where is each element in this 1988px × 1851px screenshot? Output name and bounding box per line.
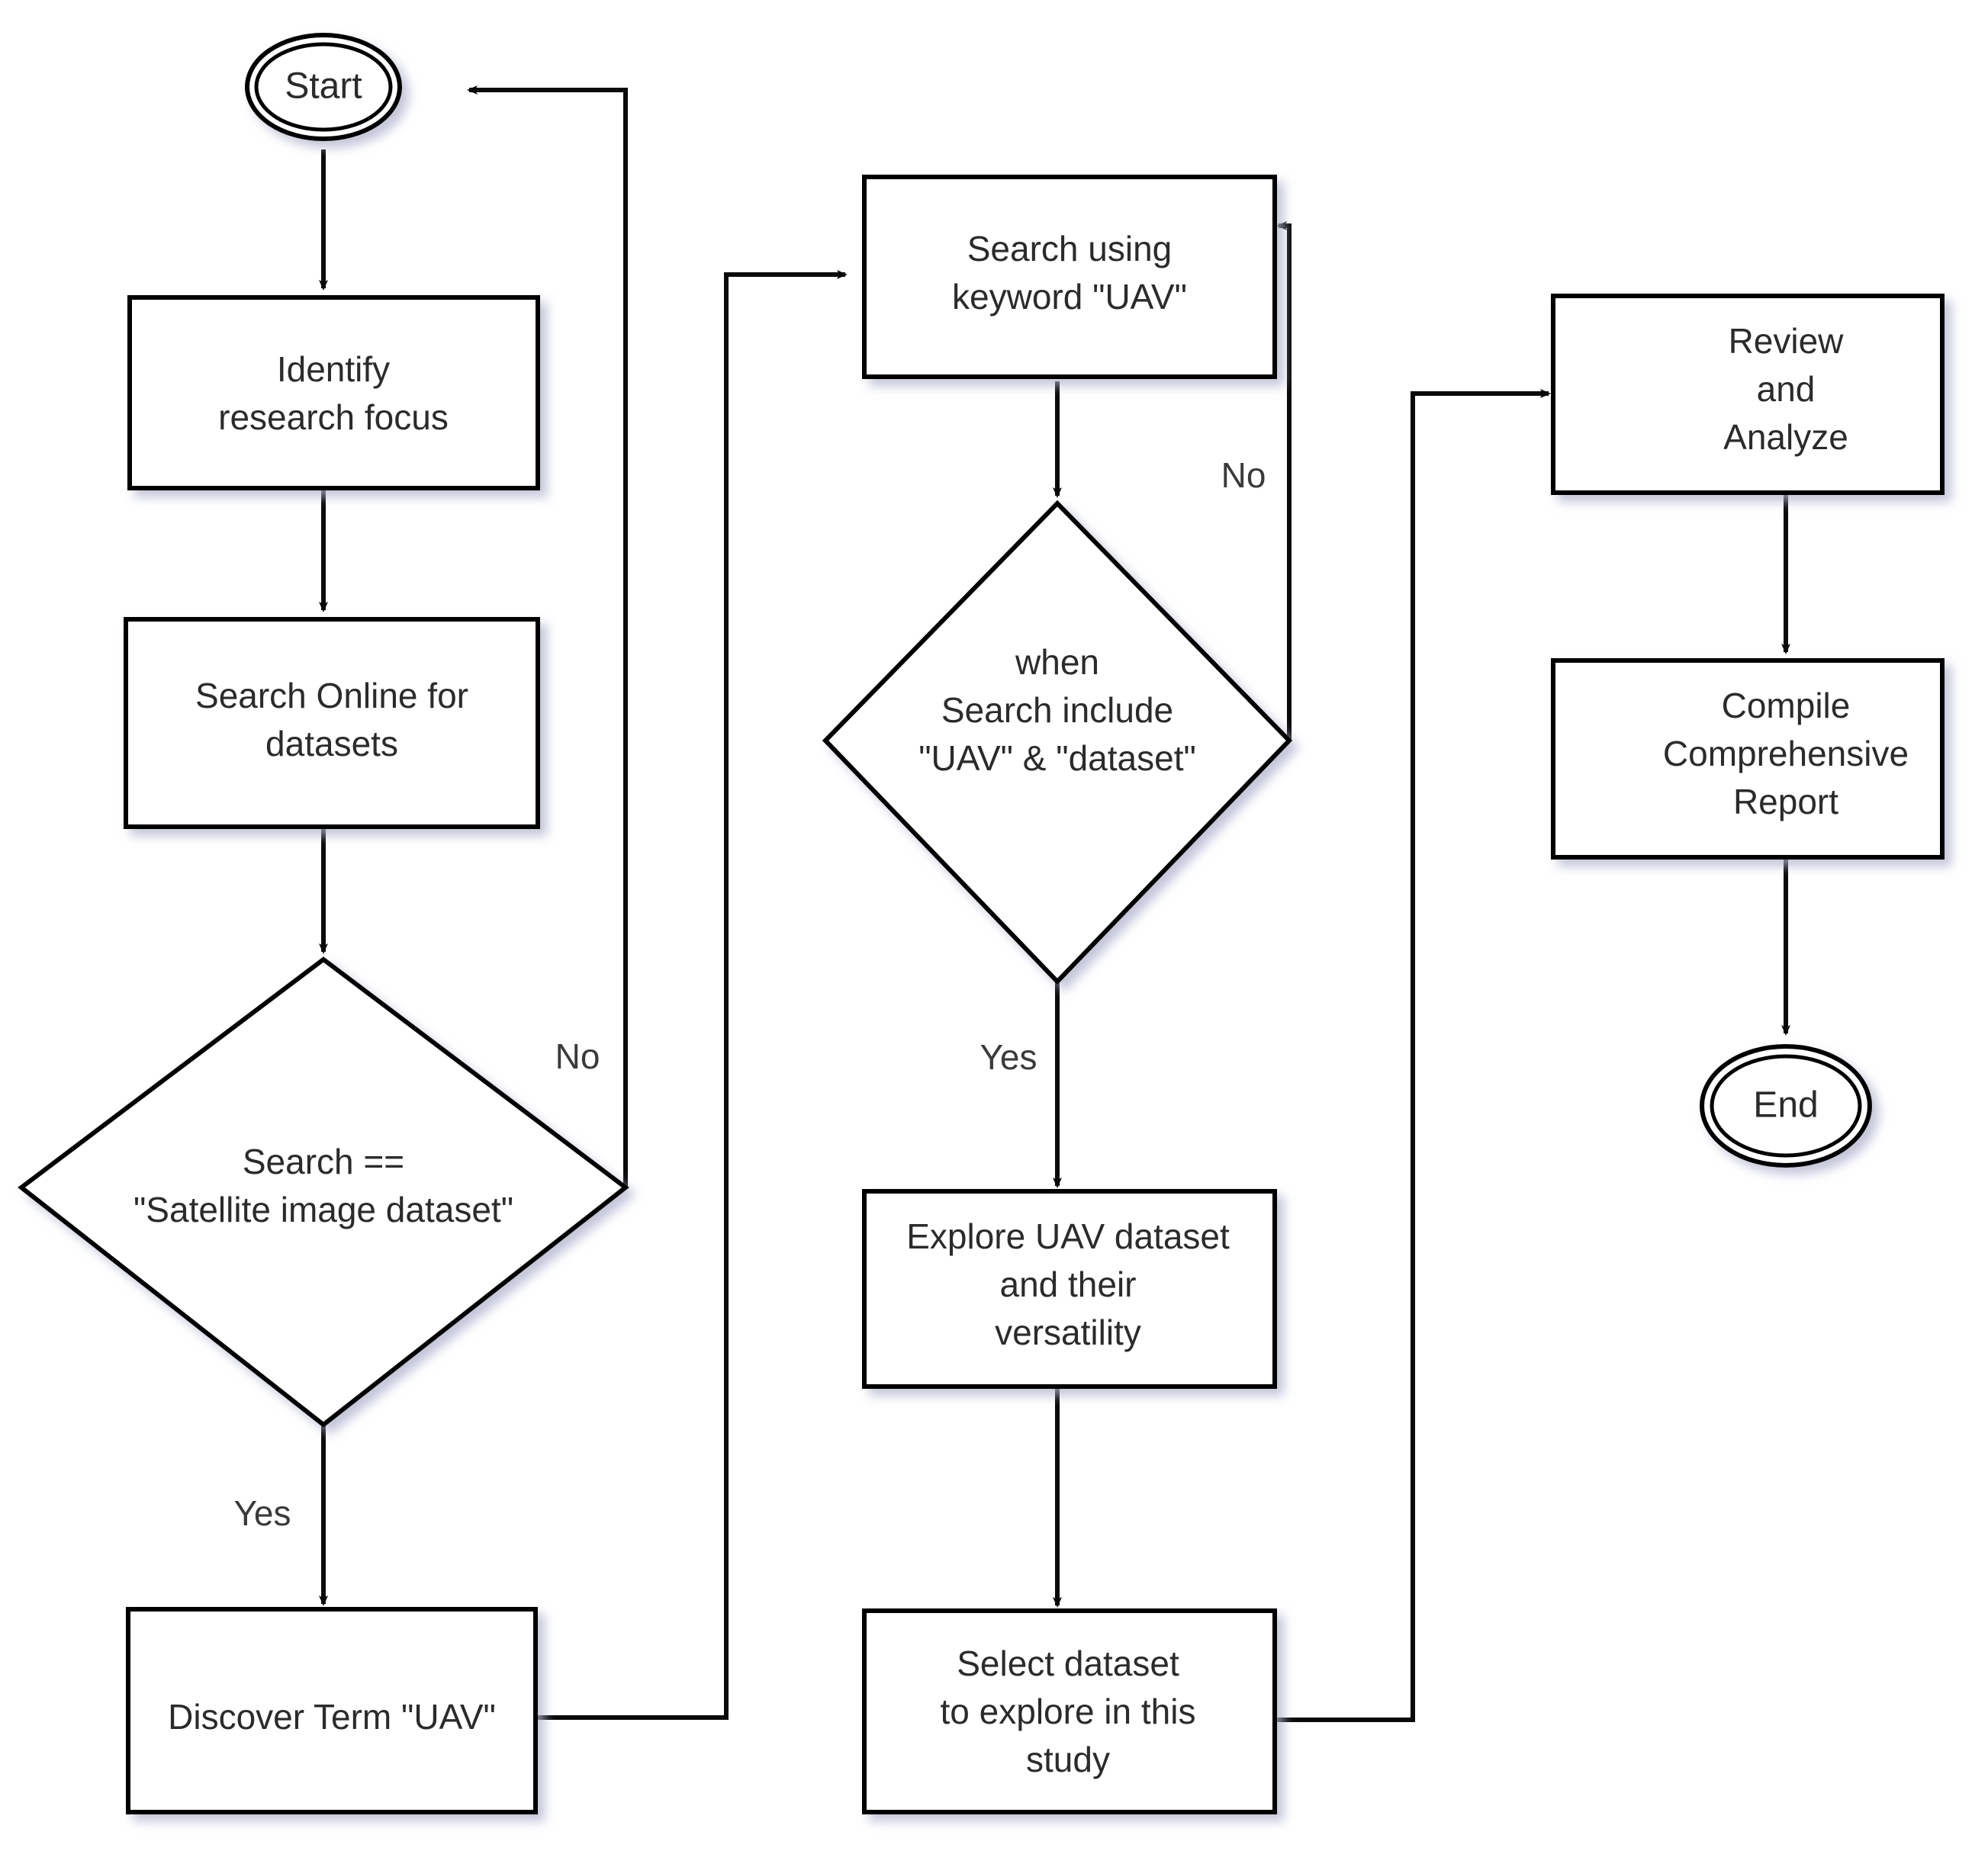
node-compile-line1: Compile: [1722, 686, 1851, 725]
edge-decision-no-to-start: [467, 85, 628, 1187]
node-identify-line1: Identify: [277, 349, 390, 389]
node-discover-uav[interactable]: [126, 1607, 538, 1814]
node-search-online-line2: datasets: [265, 724, 398, 763]
edge-select-to-review: [1275, 389, 1551, 1722]
edge-label-yes-middle: Yes: [980, 1037, 1037, 1077]
node-select-dataset[interactable]: [862, 1608, 1277, 1814]
node-end[interactable]: [1700, 1044, 1872, 1168]
node-decision-satellite-line1: Search ==: [243, 1142, 404, 1181]
node-compile-report[interactable]: [1551, 658, 1945, 860]
node-start[interactable]: [245, 33, 402, 141]
node-review-line2: and: [1757, 369, 1816, 409]
node-decision-satellite[interactable]: [18, 956, 629, 1428]
node-decision-include[interactable]: [822, 500, 1293, 985]
node-decision-satellite-line2: "Satellite image dataset": [133, 1190, 513, 1229]
node-search-online[interactable]: [124, 617, 540, 829]
node-select-line3: study: [1026, 1740, 1110, 1779]
edge-decision-include-no-to-search: [1276, 221, 1292, 741]
node-search-keyword-uav[interactable]: [862, 175, 1277, 379]
node-explore-line2: and their: [999, 1265, 1136, 1304]
node-explore-line1: Explore UAV dataset: [906, 1216, 1230, 1256]
node-decision-include-line1: when: [1015, 642, 1099, 682]
node-compile-line2: Comprehensive: [1663, 734, 1909, 773]
node-search-online-line1: Search Online for: [195, 676, 468, 715]
node-review-line3: Analyze: [1723, 417, 1848, 457]
edge-label-no-left: No: [555, 1036, 600, 1076]
node-review-line1: Review: [1729, 321, 1845, 361]
node-search-keyword-line2: keyword "UAV": [952, 277, 1187, 317]
node-decision-include-line3: "UAV" & "dataset": [918, 738, 1196, 778]
node-start-label: Start: [285, 66, 362, 107]
node-search-keyword-line1: Search using: [967, 229, 1173, 268]
node-select-line1: Select dataset: [957, 1644, 1179, 1683]
node-identify-research-focus[interactable]: [127, 295, 540, 490]
node-decision-include-line2: Search include: [941, 690, 1173, 730]
node-select-line2: to explore in this: [941, 1692, 1196, 1731]
node-explore-line3: versatility: [995, 1313, 1141, 1352]
node-review-analyze[interactable]: [1551, 294, 1945, 495]
node-identify-line2: research focus: [218, 397, 449, 437]
node-end-label: End: [1753, 1085, 1818, 1126]
node-compile-line3: Report: [1733, 782, 1838, 821]
edge-label-yes-left: Yes: [233, 1493, 291, 1533]
edge-label-no-middle: No: [1221, 455, 1266, 495]
edge-discover-to-search-keyword: [536, 270, 848, 1720]
node-discover-uav-label: Discover Term "UAV": [168, 1697, 496, 1737]
node-explore-uav[interactable]: [862, 1189, 1277, 1389]
